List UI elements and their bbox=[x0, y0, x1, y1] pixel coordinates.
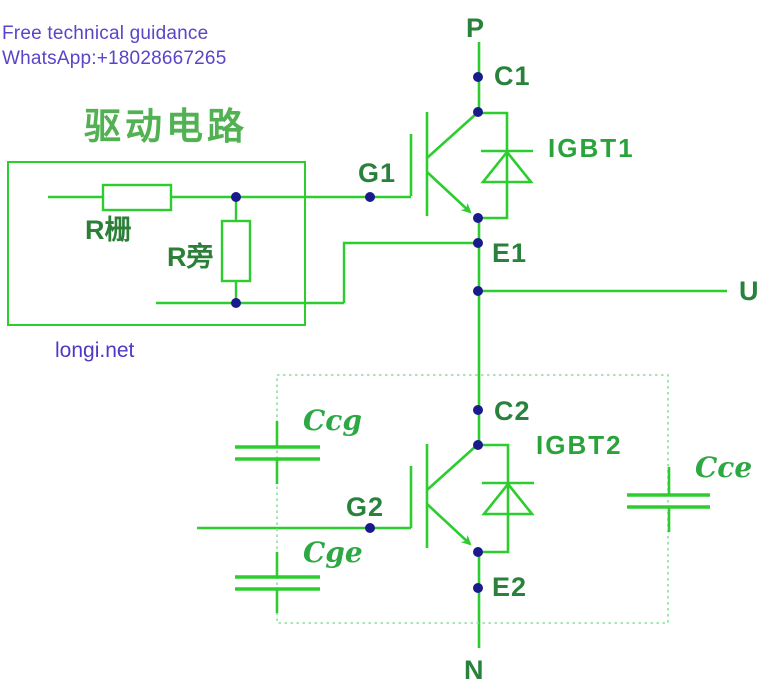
junction-dots bbox=[231, 72, 483, 593]
e1-node-dot bbox=[473, 238, 483, 248]
igbt1-emitter-lead bbox=[426, 171, 472, 214]
r-bypass-label: R旁 bbox=[167, 242, 214, 272]
banner-line2: WhatsApp:+18028667265 bbox=[2, 48, 227, 69]
igbt2-emitter-lead bbox=[426, 503, 472, 546]
c2-node-dot bbox=[473, 405, 483, 415]
c1-node-dot bbox=[473, 72, 483, 82]
igbt2-collector-dot bbox=[473, 440, 483, 450]
emitter-return-wire bbox=[342, 241, 479, 303]
drive-circuit-box bbox=[7, 161, 306, 326]
igbt1-emitter-dot bbox=[473, 213, 483, 223]
e2-node-label: E2 bbox=[492, 572, 528, 602]
igbt2-symbol bbox=[197, 443, 535, 554]
cge-capacitor-label: Cge bbox=[303, 536, 363, 569]
ccg-capacitor-label: Ccg bbox=[303, 404, 362, 437]
c2-node-label: C2 bbox=[494, 396, 531, 426]
capacitor-cge bbox=[235, 552, 320, 613]
parasitic-region-box bbox=[276, 374, 669, 624]
igbt1-diode-triangle bbox=[480, 149, 534, 184]
drive-circuit-block bbox=[7, 161, 479, 326]
p-terminal-label: P bbox=[466, 13, 486, 43]
e2-node-dot bbox=[473, 583, 483, 593]
banner-line1: Free technical guidance bbox=[2, 23, 209, 44]
cce-capacitor-label: Cce bbox=[695, 451, 753, 484]
g1-node-label: G1 bbox=[358, 158, 397, 188]
r-gate-label: R栅 bbox=[85, 215, 132, 245]
igbt2-collector-lead bbox=[426, 445, 477, 491]
g2-node-label: G2 bbox=[346, 492, 385, 522]
r-bypass-resistor bbox=[220, 219, 252, 283]
igbt1-label: IGBT1 bbox=[548, 133, 635, 163]
igbt2-diode-triangle bbox=[481, 481, 535, 516]
capacitor-cce bbox=[627, 467, 710, 532]
igbt1-collector-lead bbox=[426, 113, 477, 159]
igbt1-symbol bbox=[409, 111, 534, 220]
u-node-dot bbox=[473, 286, 483, 296]
capacitor-ccg bbox=[235, 421, 320, 484]
watermark-text: longi.net bbox=[55, 339, 135, 362]
n-terminal-label: N bbox=[464, 655, 485, 684]
igbt1-diode-loop bbox=[479, 111, 509, 220]
igbt2-emitter-dot bbox=[473, 547, 483, 557]
drive-circuit-title: 驱动电路 bbox=[84, 106, 248, 147]
igbt2-diode-loop bbox=[479, 443, 510, 554]
g1-node-dot bbox=[365, 192, 375, 202]
igbt1-collector-dot bbox=[473, 107, 483, 117]
r-gate-resistor bbox=[101, 183, 173, 212]
igbt2-label: IGBT2 bbox=[536, 430, 623, 460]
g2-node-dot bbox=[365, 523, 375, 533]
u-terminal-label: U bbox=[739, 276, 760, 306]
r-junction-top-dot bbox=[231, 192, 241, 202]
c1-node-label: C1 bbox=[494, 61, 531, 91]
r-junction-bottom-dot bbox=[231, 298, 241, 308]
e1-node-label: E1 bbox=[492, 238, 528, 268]
